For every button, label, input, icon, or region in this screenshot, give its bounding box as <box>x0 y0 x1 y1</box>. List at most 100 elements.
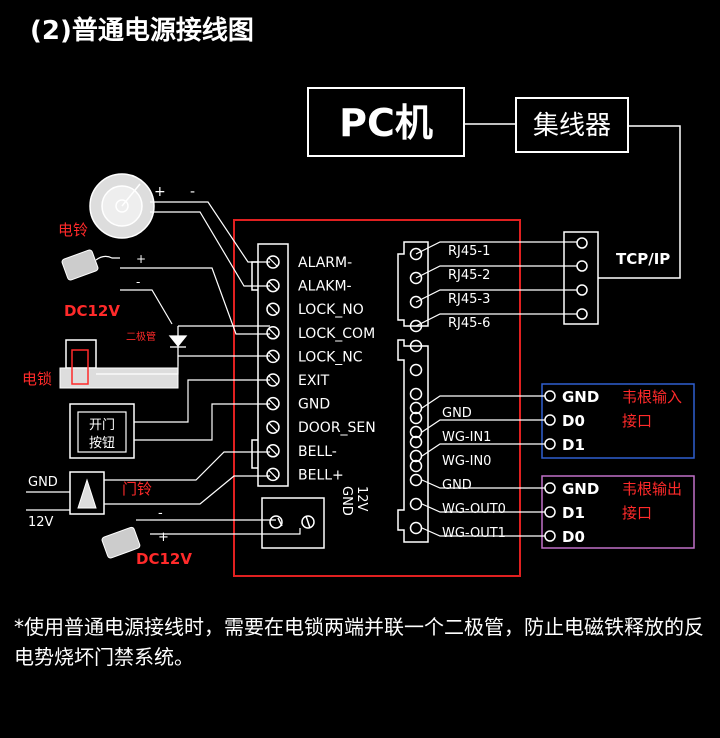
wg-out-title: 韦根输出 <box>622 480 682 498</box>
doorbell-device <box>69 471 105 515</box>
wiegand-screws <box>409 339 423 535</box>
terminal-label: BELL+ <box>298 467 344 483</box>
wg-in-subtitle: 接口 <box>622 412 652 430</box>
dc12v-top-label: DC12V <box>64 302 120 320</box>
rj45-terminal-block <box>397 241 429 327</box>
wiegand-screw <box>409 521 423 535</box>
terminal-label: BELL- <box>298 444 337 460</box>
doorbell-12v-label: 12V <box>28 515 54 530</box>
dc-bottom-plus: + <box>158 530 169 545</box>
terminal-slot <box>268 422 278 432</box>
wg-out-subtitle: 接口 <box>622 504 652 522</box>
main-terminal-labels: ALARM-ALAKM-LOCK_NOLOCK_COMLOCK_NCEXITGN… <box>298 255 376 483</box>
terminal-label: ALARM- <box>298 255 352 271</box>
dc-top-wire-minus <box>120 289 173 325</box>
wg-in-pin: GND <box>562 388 599 406</box>
tcpip-label: TCP/IP <box>616 250 670 268</box>
dc12v-bottom-adapter <box>101 519 150 559</box>
rj45-screw <box>409 319 423 333</box>
terminal-screw <box>266 444 280 458</box>
wiegand-label: WG-OUT1 <box>442 526 506 541</box>
wiegand-screw <box>409 411 423 425</box>
tcpip-connector <box>563 231 599 325</box>
wg-out-pin: D1 <box>562 504 585 522</box>
terminal-slot <box>268 304 278 314</box>
hub-tcpip-cable <box>598 125 681 279</box>
electric-lock <box>59 339 179 389</box>
terminal-slot <box>268 446 278 456</box>
power-terminal <box>261 497 325 549</box>
exit-gnd-wire <box>134 403 270 441</box>
terminal-slot <box>268 399 278 409</box>
wiegand-label: GND <box>442 406 472 421</box>
terminal-slot <box>268 469 278 479</box>
diode-symbol <box>168 325 270 366</box>
bell-device <box>89 173 155 239</box>
wiegand-wires <box>421 395 545 537</box>
wg-in-title: 韦根输入 <box>622 388 682 406</box>
wiegand-screw <box>409 497 423 511</box>
footnote: *使用普通电源接线时，需要在电锁两端并联一个二极管，防止电磁铁释放的反电势烧坏门… <box>14 615 704 669</box>
rj45-label: RJ45-1 <box>448 244 490 259</box>
terminal-label: ALAKM- <box>298 279 352 295</box>
terminal-label: EXIT <box>298 373 330 389</box>
terminal-slot <box>268 375 278 385</box>
button-label-2: 按钮 <box>89 436 115 451</box>
terminal-label: DOOR_SEN <box>298 420 376 436</box>
terminal-slot <box>268 351 278 361</box>
wiegand-screw <box>409 449 423 463</box>
main-terminal-screws <box>266 255 280 482</box>
pc-label: PC机 <box>339 101 433 145</box>
rj45-label: RJ45-2 <box>448 268 490 283</box>
terminal-slot <box>268 257 278 267</box>
bell-minus-wire <box>104 451 270 481</box>
bell-wire-plus <box>150 201 270 263</box>
bell-label: 电铃 <box>58 221 88 239</box>
wiegand-in-box <box>541 383 695 459</box>
wiegand-label: GND <box>442 478 472 493</box>
wiegand-label: WG-OUT0 <box>442 502 506 517</box>
hub-label: 集线器 <box>533 111 611 141</box>
wg-out-pin: D0 <box>562 528 585 546</box>
bell-plus: + <box>154 184 166 200</box>
terminal-screw <box>266 302 280 316</box>
terminal-slot <box>268 281 278 291</box>
wiegand-label: WG-IN0 <box>442 454 491 469</box>
main-terminal-block <box>257 243 289 487</box>
power-label-12v: 12V <box>354 486 369 512</box>
power-screw-gnd <box>301 515 315 529</box>
bell-minus: - <box>190 184 195 200</box>
terminal-screw <box>266 326 280 340</box>
terminal-label: LOCK_COM <box>298 326 375 342</box>
bell-wire-minus <box>150 211 270 287</box>
button-label-1: 开门 <box>89 418 115 433</box>
wg-in-pin: D0 <box>562 412 585 430</box>
terminal-screw <box>266 420 280 434</box>
dc-top-wire-plus <box>120 267 270 335</box>
controller-board <box>233 219 521 577</box>
wiegand-screw <box>409 473 423 487</box>
dc-bottom-minus: - <box>158 506 163 521</box>
dc-top-minus: - <box>136 275 140 289</box>
wiegand-screw <box>409 459 423 473</box>
tcpip-screws <box>576 237 588 320</box>
dc12v-bottom-label: DC12V <box>136 550 192 568</box>
wiegand-screw <box>409 363 423 377</box>
dc12v-top-adapter <box>61 249 120 281</box>
power-screw-12v <box>269 515 283 529</box>
terminal-label: GND <box>298 397 330 413</box>
lock-label: 电锁 <box>22 370 52 388</box>
doorbell-gnd-label: GND <box>28 475 58 490</box>
wiegand-screw <box>409 387 423 401</box>
rj45-wires <box>415 241 577 327</box>
rj45-screw <box>409 247 423 261</box>
rj45-screw <box>409 271 423 285</box>
rj45-label: RJ45-3 <box>448 292 490 307</box>
bell-plus-wire <box>104 475 270 505</box>
exit-button-device <box>69 403 135 459</box>
wiegand-screw <box>409 425 423 439</box>
terminal-slot <box>268 328 278 338</box>
